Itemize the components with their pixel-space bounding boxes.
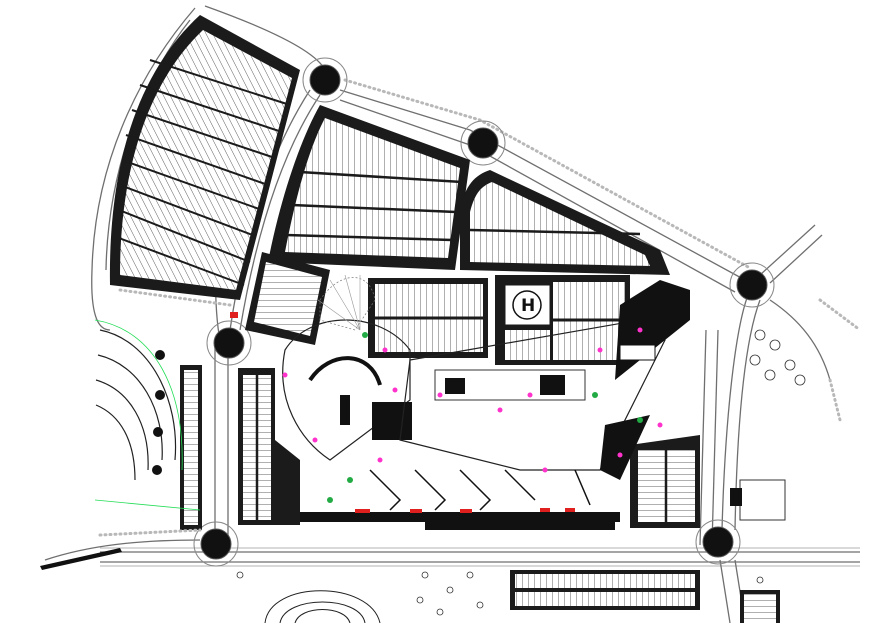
- roundabout-south-east: [702, 526, 734, 558]
- helipad-label: H: [521, 296, 535, 316]
- roundabout-north-west: [309, 64, 341, 96]
- parking-lots: H: [109, 15, 780, 623]
- roundabout-north: [467, 127, 499, 159]
- south-hemicycle: [264, 590, 381, 623]
- roundabouts: [193, 57, 775, 567]
- roundabout-south-west: [200, 528, 232, 560]
- landscaping: [94, 288, 862, 623]
- roundabout-north-east: [736, 269, 768, 301]
- helipad: H: [504, 284, 551, 326]
- central-building: [282, 274, 690, 530]
- roundabout-west: [213, 327, 245, 359]
